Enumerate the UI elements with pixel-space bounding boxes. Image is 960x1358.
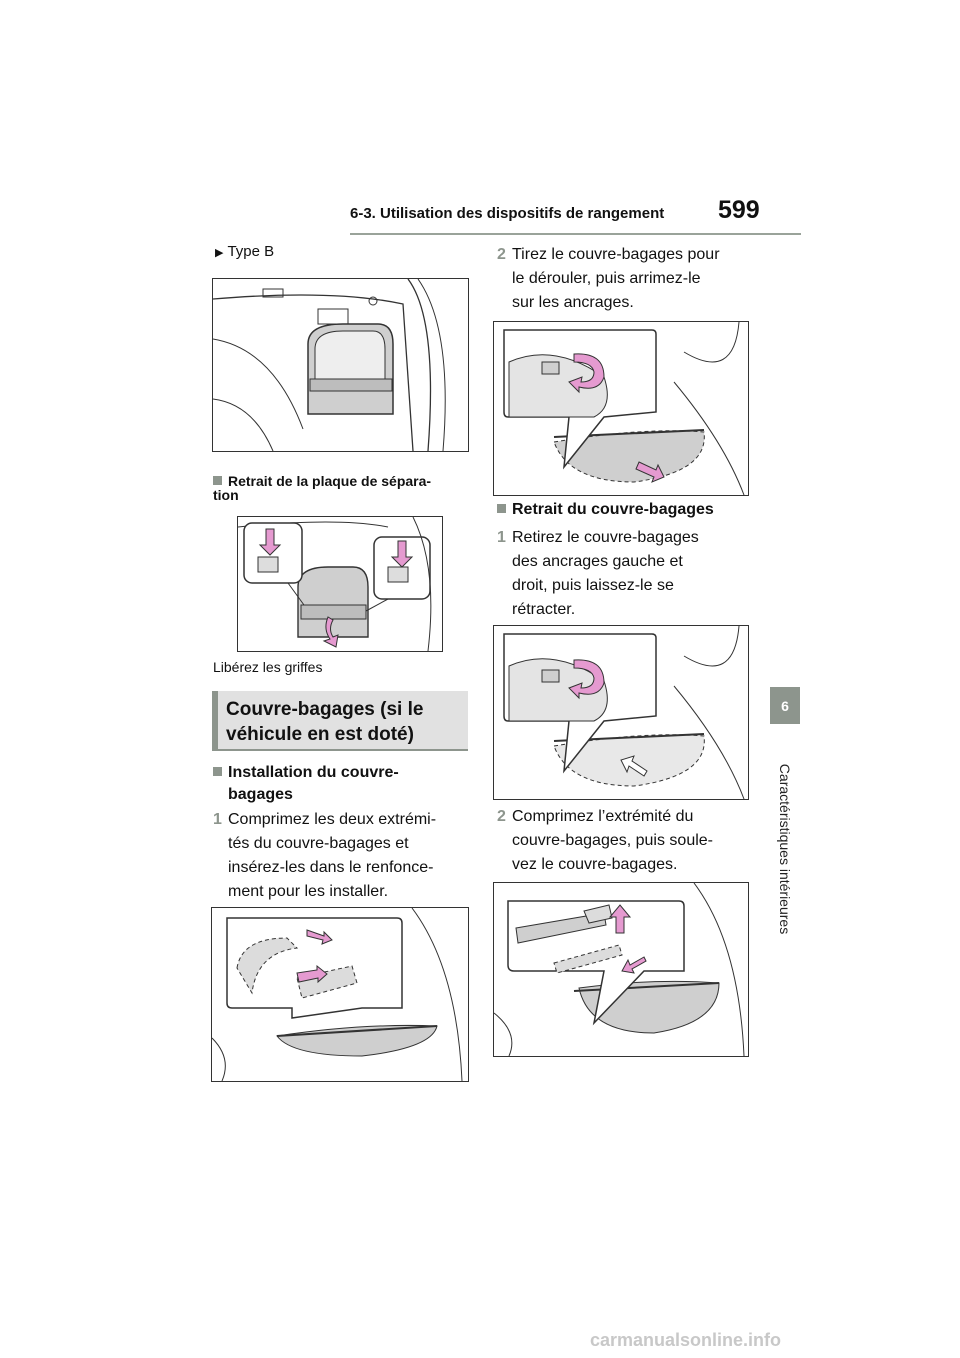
square-bullet-icon <box>497 504 506 513</box>
lift-illustration <box>494 883 745 1056</box>
install-step-2: 2 Tirez le couvre-bagages pour le déroul… <box>497 246 720 311</box>
installation-heading: Installation du couvre- bagages <box>213 762 399 806</box>
header-rule <box>350 233 801 235</box>
figure-lift-cover <box>493 882 749 1057</box>
figure-retract-cover <box>493 625 749 800</box>
retract-illustration <box>503 626 745 799</box>
chapter-tab: 6 <box>770 687 800 724</box>
figure-release-claws <box>237 516 443 652</box>
square-bullet-icon <box>213 767 222 776</box>
page-number: 599 <box>718 196 760 224</box>
type-b-label: ▶Type B <box>215 243 275 260</box>
section-title: Couvre-bagages (si le véhicule en est do… <box>226 699 424 745</box>
section-heading-box: Couvre-bagages (si le véhicule en est do… <box>212 691 468 751</box>
install-step-1: 1 Comprimez les deux extrémi- tés du cou… <box>213 811 437 900</box>
header-title: 6-3. Utilisation des dispositifs de rang… <box>350 205 665 222</box>
triangle-bullet-icon: ▶ <box>215 247 224 259</box>
trunk-illustration <box>213 279 446 451</box>
chapter-label: Caractéristiques intérieures <box>777 763 793 935</box>
figure-install-cover <box>211 907 469 1082</box>
unroll-illustration <box>503 322 745 495</box>
cover-removal-heading: Retrait du couvre-bagages <box>497 499 714 521</box>
footer-watermark: carmanualsonline.info <box>590 1330 782 1350</box>
release-claws-caption: Libérez les griffes <box>213 659 323 675</box>
removal-step-1: 1 Retirez le couvre-bagages des ancrages… <box>497 529 699 618</box>
removal-step-2: 2 Comprimez l’extrémité du couvre-bagage… <box>497 808 714 873</box>
install-illustration <box>212 908 463 1081</box>
claws-illustration <box>238 517 432 651</box>
separator-removal-heading: Retrait de la plaque de sépara- tion <box>213 473 432 503</box>
figure-type-b-trunk <box>212 278 469 452</box>
square-bullet-icon <box>213 476 222 485</box>
figure-unroll-cover <box>493 321 749 496</box>
